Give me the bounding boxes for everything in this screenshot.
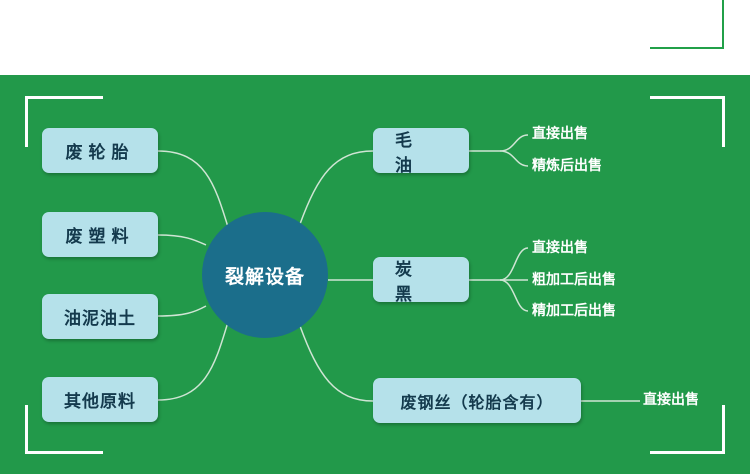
frame-corner-top-right [650, 96, 725, 147]
input-other-materials: 其他原料 [42, 377, 158, 422]
leaf-crude-oil-refined-sale: 精炼后出售 [532, 158, 602, 174]
connector-plastic [157, 234, 207, 246]
connector-tire [157, 150, 229, 228]
center-node-pyrolysis-equipment: 裂解设备 [202, 212, 328, 338]
connector-crude-oil-leaf-2 [499, 150, 529, 167]
connector-crude-oil [299, 150, 374, 225]
connector-carbon-leaf-1 [499, 247, 529, 281]
leaf-carbon-fine-processed-sale: 精加工后出售 [532, 303, 616, 319]
top-corner-bracket [650, 0, 724, 49]
frame-corner-top-left [25, 96, 103, 147]
output-crude-oil: 毛 油 [373, 128, 469, 176]
leaf-crude-oil-direct-sale: 直接出售 [532, 126, 588, 142]
connector-other [157, 321, 229, 401]
output-steel-wire: 废钢丝（轮胎含有） [373, 378, 581, 423]
connector-oil-sludge [157, 305, 207, 317]
frame-corner-bottom-left [25, 405, 103, 454]
connector-steel-wire [299, 325, 374, 402]
leaf-carbon-rough-processed-sale: 粗加工后出售 [532, 272, 616, 288]
input-waste-tire: 废轮胎 [42, 128, 158, 173]
output-carbon-black: 炭 黑 [373, 257, 469, 305]
connector-crude-oil-leaf-1 [499, 134, 529, 152]
input-waste-plastic: 废塑料 [42, 212, 158, 257]
frame-corner-bottom-right [650, 405, 725, 454]
connector-carbon-leaf-3 [499, 279, 529, 312]
input-oil-sludge: 油泥油土 [42, 294, 158, 339]
leaf-steel-wire-direct-sale: 直接出售 [643, 392, 699, 408]
leaf-carbon-direct-sale: 直接出售 [532, 240, 588, 256]
